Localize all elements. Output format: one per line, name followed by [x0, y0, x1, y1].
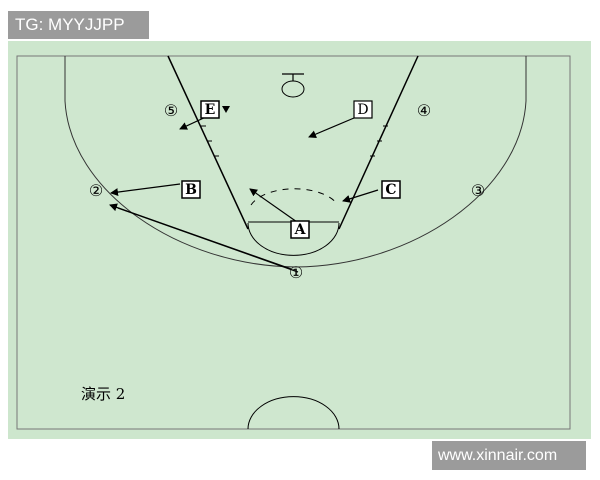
- watermark-top: TG: MYYJJPP: [8, 11, 149, 39]
- defender-c-label: C: [385, 182, 396, 198]
- defender-e: E: [200, 100, 220, 119]
- three-point-line: [64, 56, 527, 268]
- defender-e-label: E: [205, 102, 216, 118]
- defender-a: A: [290, 220, 310, 239]
- free-throw-circle-dashed: [250, 188, 339, 206]
- court-svg: E D B C A ⑤ ④ ② ③ ① 演示 2: [8, 41, 591, 439]
- diagram-caption: 演示 2: [81, 385, 125, 403]
- arrow-1-line: [117, 207, 299, 273]
- offense-5: ⑤: [164, 101, 178, 120]
- lane-line-right: [338, 55, 419, 230]
- court-boundary: [16, 55, 571, 430]
- offense-1: ①: [289, 263, 303, 282]
- arrow-b: [110, 183, 181, 197]
- lane-line-left: [167, 55, 249, 230]
- offense-3: ③: [471, 181, 485, 200]
- free-throw-circle-solid: [247, 222, 340, 256]
- center-circle: [247, 396, 340, 430]
- defender-c: C: [381, 180, 401, 199]
- e-marker-triangle: [222, 106, 230, 113]
- offense-4: ④: [417, 101, 431, 120]
- arrow-a: [249, 188, 298, 223]
- defender-d: D: [353, 100, 373, 119]
- defender-d-label: D: [357, 102, 368, 118]
- arrow-c: [342, 189, 379, 203]
- basket-rim: [281, 80, 305, 98]
- arrow-d: [308, 117, 355, 138]
- defender-b-label: B: [185, 182, 197, 198]
- lane-hash-marks: [201, 125, 388, 157]
- defender-a-label: A: [294, 222, 307, 238]
- watermark-bottom: www.xinnair.com: [432, 441, 586, 470]
- court-diagram: E D B C A ⑤ ④ ② ③ ① 演示 2: [8, 41, 591, 439]
- offense-2: ②: [89, 181, 103, 200]
- defender-b: B: [181, 180, 201, 199]
